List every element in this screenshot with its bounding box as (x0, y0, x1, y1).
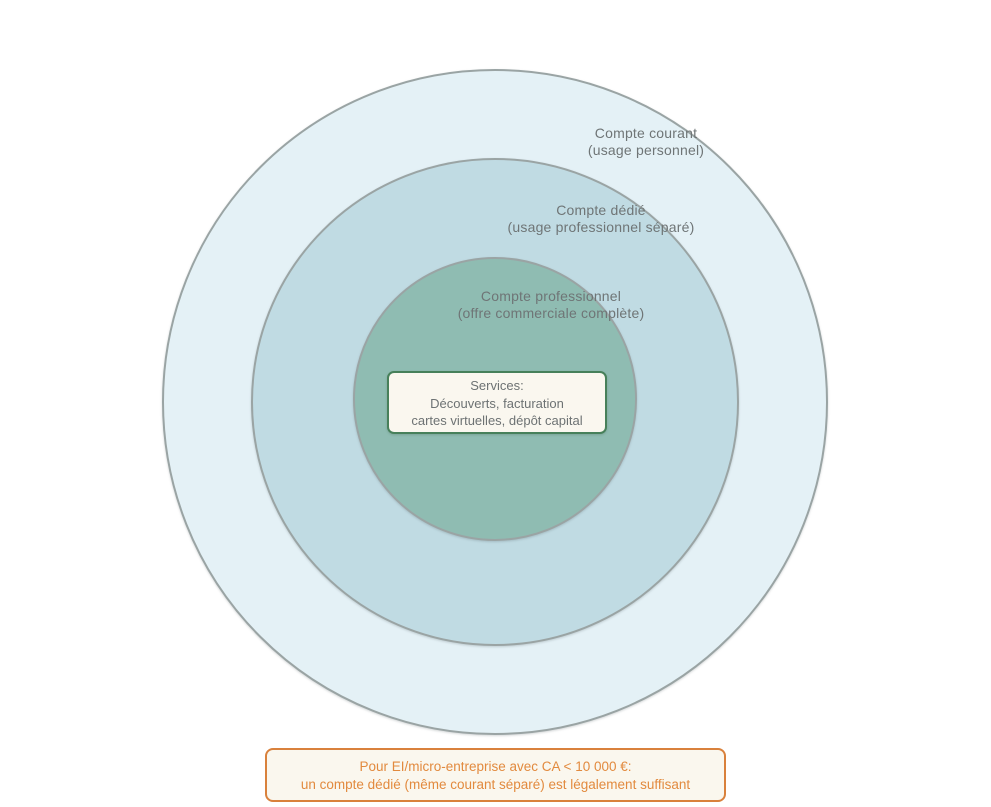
label-compte-courant: Compte courant (usage personnel) (588, 125, 704, 159)
label-compte-professionnel-title: Compte professionnel (480, 288, 622, 304)
label-compte-dedie-subtitle: (usage professionnel séparé) (507, 219, 695, 235)
label-compte-courant-subtitle: (usage personnel) (587, 142, 705, 158)
services-line-cards-capital: cartes virtuelles, dépôt capital (411, 413, 583, 428)
label-compte-dedie-title: Compte dédié (556, 202, 646, 218)
services-title: Services: (470, 378, 524, 393)
services-callout-box: Services: Découverts, facturation cartes… (387, 371, 607, 434)
label-compte-dedie: Compte dédié (usage professionnel séparé… (508, 202, 695, 236)
legal-note-line1: Pour EI/micro-entreprise avec CA < 10 00… (359, 759, 632, 774)
label-compte-professionnel: Compte professionnel (offre commerciale … (458, 288, 645, 322)
label-compte-professionnel-subtitle: (offre commerciale complète) (457, 305, 645, 321)
legal-note-box: Pour EI/micro-entreprise avec CA < 10 00… (265, 748, 726, 802)
services-line-overdraft-invoicing: Découverts, facturation (430, 395, 564, 411)
label-compte-courant-title: Compte courant (594, 125, 698, 141)
legal-note-line2: un compte dédié (même courant séparé) es… (300, 776, 691, 792)
